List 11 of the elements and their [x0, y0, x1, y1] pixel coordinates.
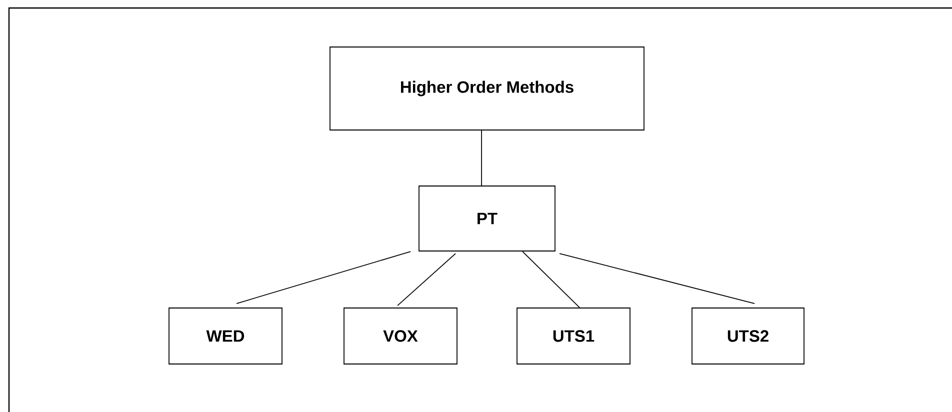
connector-line — [481, 129, 482, 186]
box: VOX — [344, 308, 458, 364]
box: PT — [418, 186, 556, 252]
connector-line — [397, 253, 456, 306]
box: Higher Order Methods — [330, 46, 644, 130]
box: WED — [168, 308, 282, 364]
connector-line — [522, 251, 580, 308]
connector-line — [559, 253, 756, 304]
box: UTS1 — [516, 308, 630, 364]
box: UTS2 — [692, 308, 804, 364]
connector-line — [236, 251, 411, 304]
